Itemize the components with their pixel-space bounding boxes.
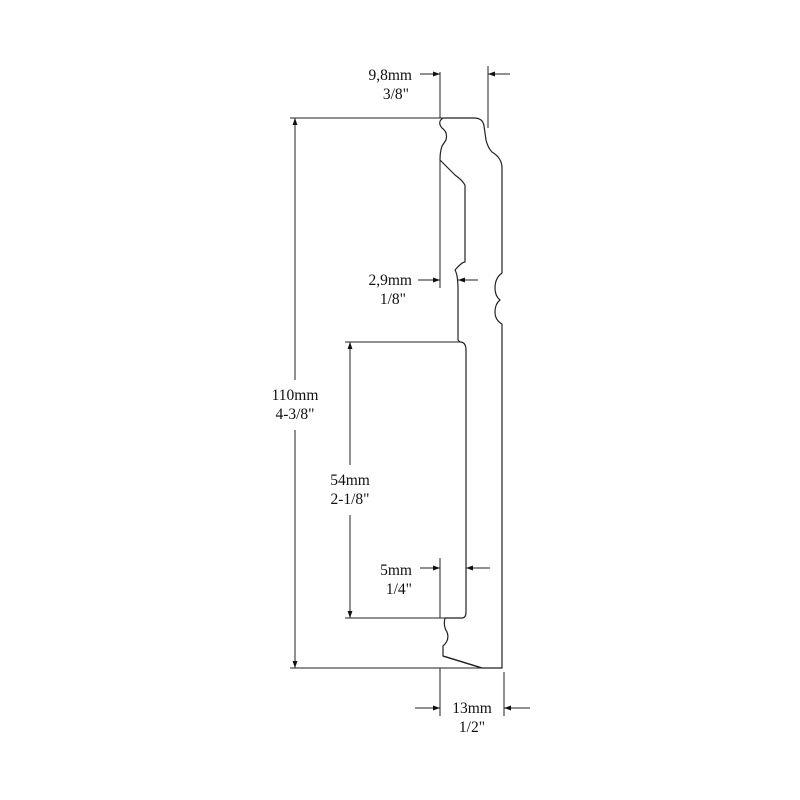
- label-base-thickness-metric: 13mm: [452, 700, 492, 717]
- profile-bottom-chamfer: [442, 655, 483, 669]
- label-top-thickness-metric: 9,8mm: [369, 67, 413, 84]
- label-groove-depth-metric: 2,9mm: [369, 272, 413, 289]
- label-recess-depth-metric: 5mm: [380, 562, 412, 579]
- label-base-thickness-imperial: 1/2": [459, 719, 485, 736]
- label-top-thickness-imperial: 3/8": [383, 86, 409, 103]
- label-recess-height-metric: 54mm: [330, 472, 370, 489]
- label-total-height-metric: 110mm: [272, 387, 319, 404]
- label-groove-depth-imperial: 1/8": [380, 291, 406, 308]
- label-total-height-imperial: 4-3/8": [275, 406, 314, 423]
- label-recess-height-imperial: 2-1/8": [330, 491, 369, 508]
- profile-outline: [439, 117, 503, 669]
- label-recess-depth-imperial: 1/4": [386, 581, 412, 598]
